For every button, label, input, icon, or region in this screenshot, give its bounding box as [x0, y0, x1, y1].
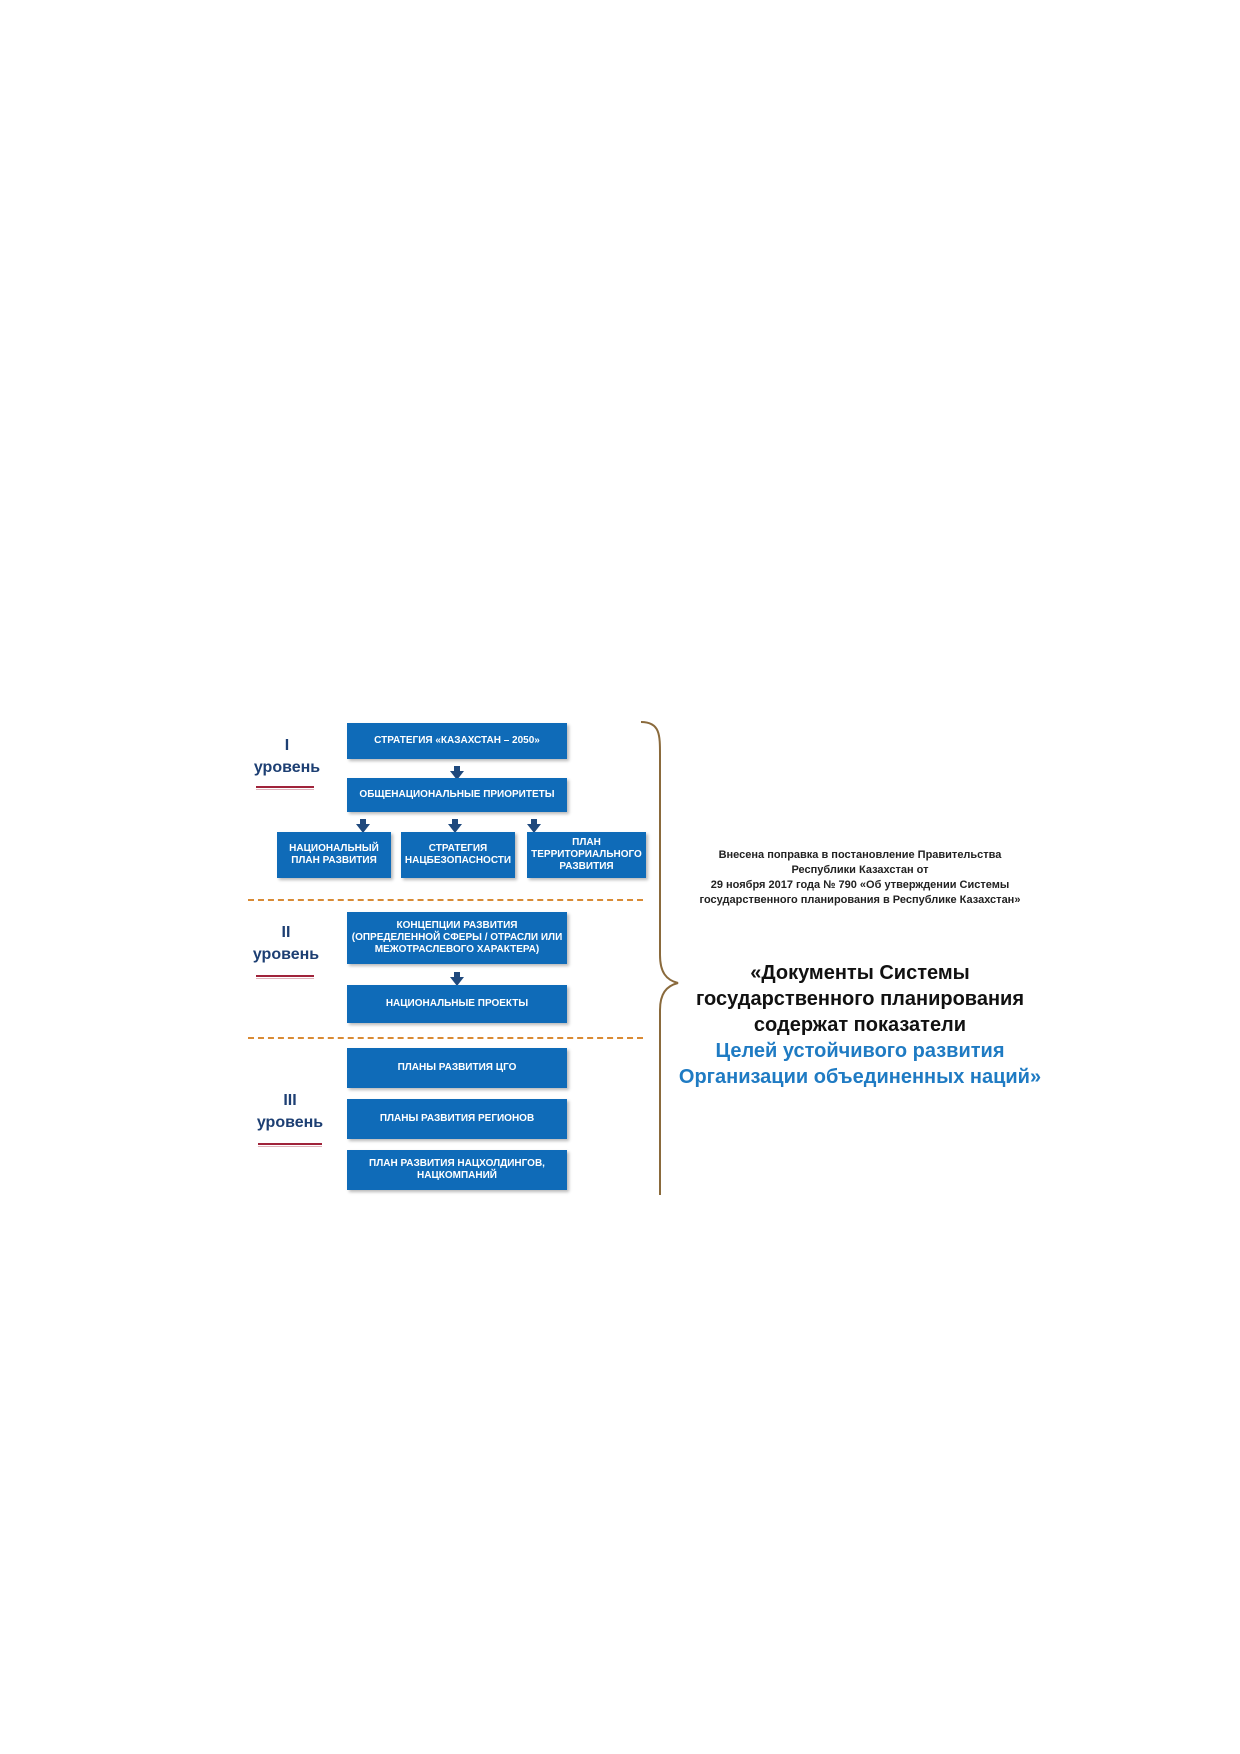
- level-3-underline: [258, 1143, 322, 1147]
- box-region-development-plans: ПЛАНЫ РАЗВИТИЯ РЕГИОНОВ: [347, 1099, 567, 1139]
- level-separator-1-2: [248, 899, 643, 901]
- level-3-label: III уровень: [256, 1092, 324, 1131]
- arrow-down-icon: [450, 972, 464, 986]
- box-cgo-development-plans: ПЛАНЫ РАЗВИТИЯ ЦГО: [347, 1048, 567, 1088]
- brace-path: [640, 721, 679, 1195]
- amendment-note: Внесена поправка в постановление Правите…: [699, 849, 1021, 906]
- box-national-security-strategy: СТРАТЕГИЯ НАЦБЕЗОПАСНОСТИ: [401, 832, 515, 878]
- sdg-quote: «Документы Системы государственного план…: [650, 960, 1070, 1090]
- box-holding-development-plan: ПЛАН РАЗВИТИЯ НАЦХОЛДИНГОВ, НАЦКОМПАНИЙ: [347, 1150, 567, 1190]
- level-separator-2-3: [248, 1037, 643, 1039]
- box-national-priorities: ОБЩЕНАЦИОНАЛЬНЫЕ ПРИОРИТЕТЫ: [347, 778, 567, 812]
- box-development-concepts: КОНЦЕПЦИИ РАЗВИТИЯ (ОПРЕДЕЛЕННОЙ СФЕРЫ /…: [347, 912, 567, 964]
- arrow-down-icon: [448, 819, 462, 833]
- arrow-down-icon: [356, 819, 370, 833]
- sdg-quote-main: «Документы Системы государственного план…: [695, 962, 1024, 1036]
- level-2-underline: [256, 975, 314, 979]
- arrow-down-icon: [450, 766, 464, 780]
- level-1-label: I уровень: [253, 737, 321, 776]
- arrow-down-icon: [527, 819, 541, 833]
- sdg-quote-highlight: Целей устойчивого развития Организации о…: [678, 1040, 1042, 1088]
- box-national-development-plan: НАЦИОНАЛЬНЫЙ ПЛАН РАЗВИТИЯ: [277, 832, 391, 878]
- box-strategy-2050: СТРАТЕГИЯ «КАЗАХСТАН – 2050»: [347, 723, 567, 759]
- level-2-label: II уровень: [252, 924, 320, 963]
- level-1-underline: [256, 786, 314, 790]
- box-territorial-development-plan: ПЛАН ТЕРРИТОРИАЛЬНОГО РАЗВИТИЯ: [527, 832, 646, 878]
- box-national-projects: НАЦИОНАЛЬНЫЕ ПРОЕКТЫ: [347, 985, 567, 1023]
